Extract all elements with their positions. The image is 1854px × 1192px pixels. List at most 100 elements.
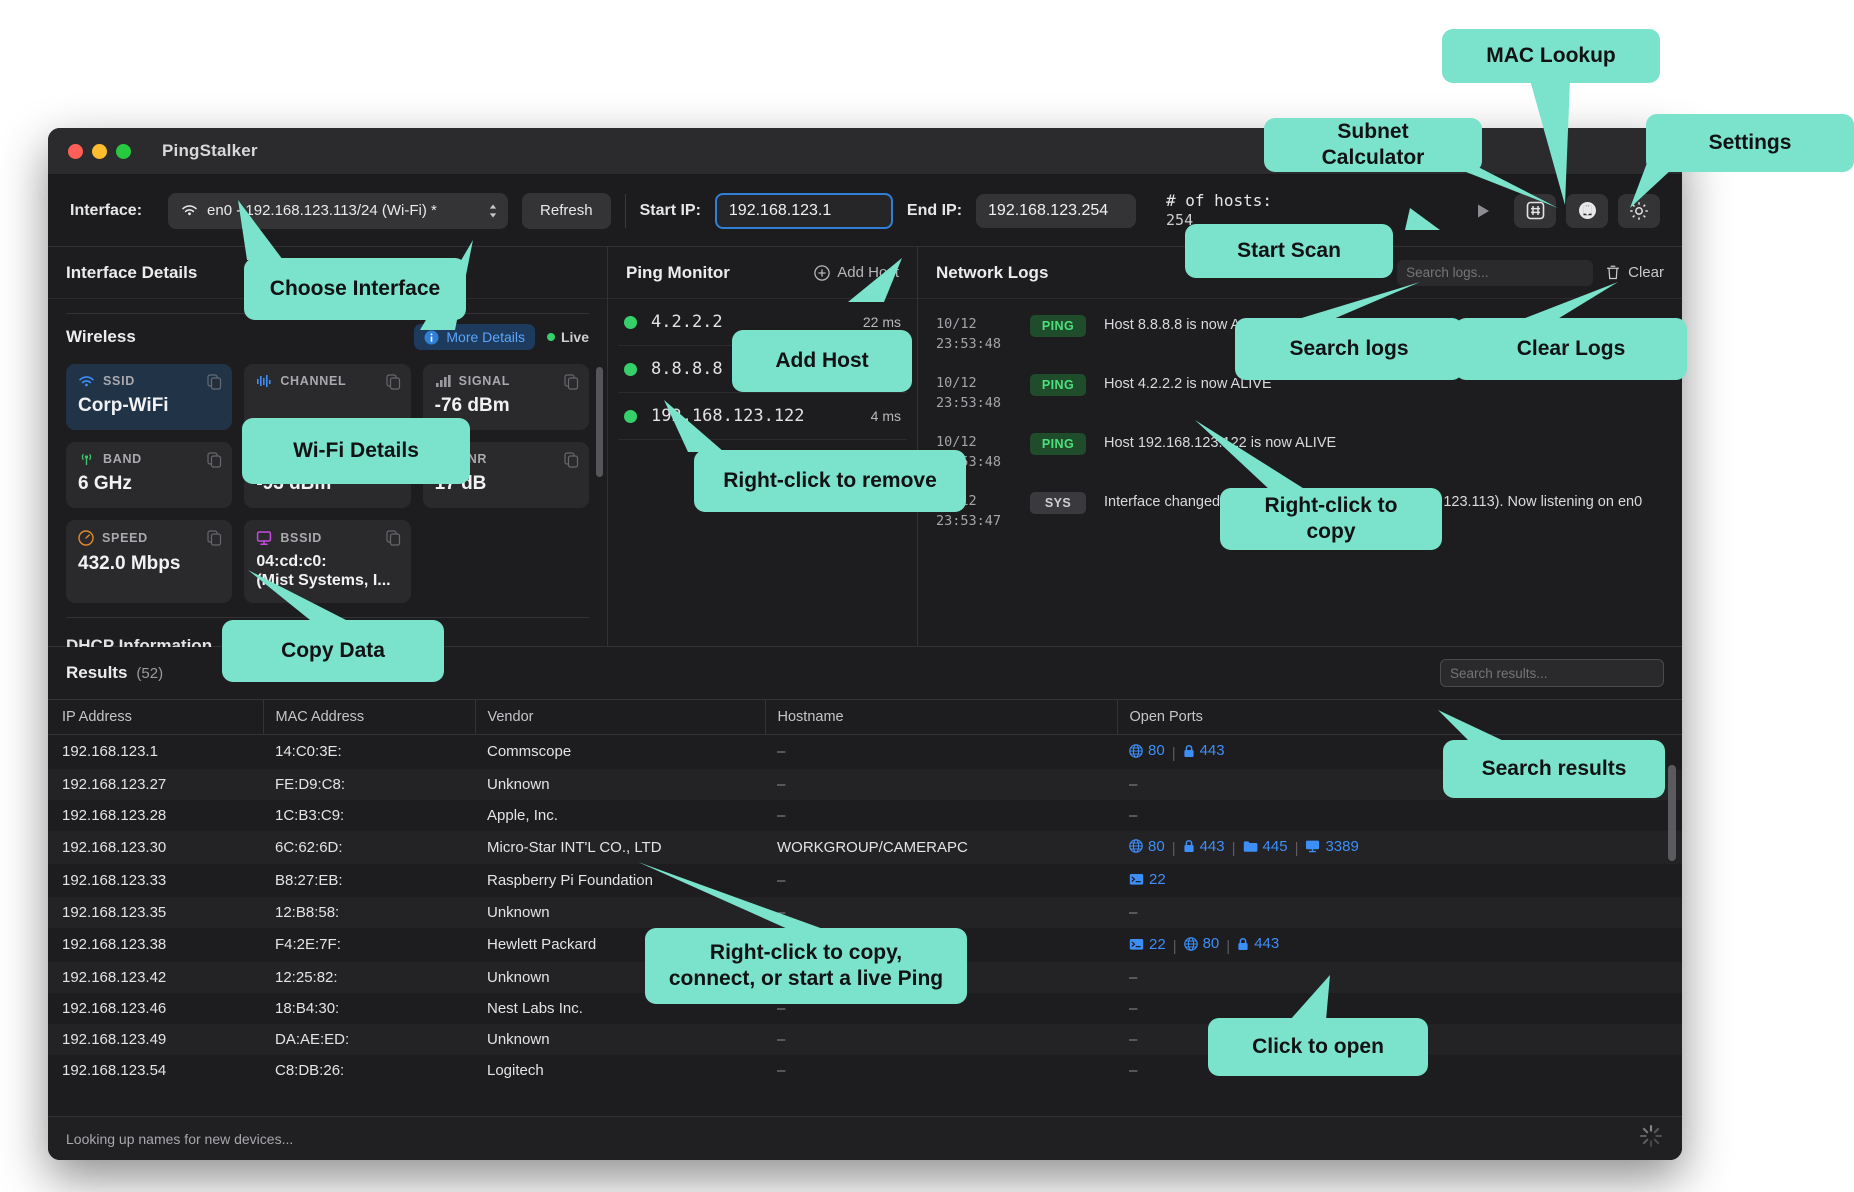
card-top: SIGNAL <box>435 374 577 388</box>
copy-icon[interactable] <box>564 452 579 468</box>
subnet-calculator-button[interactable] <box>1514 193 1556 228</box>
start-scan-button[interactable] <box>1462 194 1504 228</box>
results-column-header[interactable]: IP Address <box>48 699 263 735</box>
cell-ports: – <box>1117 897 1682 928</box>
copy-icon[interactable] <box>564 374 579 390</box>
log-search-input[interactable] <box>1397 259 1594 286</box>
callout-right-click-remove: Right-click to remove <box>694 450 966 512</box>
info-icon <box>424 330 439 344</box>
card-key: SSID <box>103 374 135 388</box>
cell-hostname: – <box>765 800 1117 831</box>
refresh-button[interactable]: Refresh <box>522 192 611 229</box>
results-scrollbar[interactable] <box>1668 765 1676 861</box>
cell-ports: 80|443|445|3389 <box>1117 831 1682 865</box>
copy-icon[interactable] <box>207 452 222 468</box>
callout-click-to-open: Click to open <box>1208 1018 1428 1076</box>
cell-vendor: Unknown <box>487 904 550 921</box>
open-port-link[interactable]: 80 <box>1129 838 1165 855</box>
no-ports: – <box>1129 806 1138 824</box>
minimize-button[interactable] <box>92 143 107 159</box>
cell-mac: FE:D9:C8: <box>275 775 346 793</box>
ping-host: 192.168.123.122 <box>651 406 805 426</box>
cell-vendor: Logitech <box>487 1061 544 1079</box>
cell-ports: – <box>1117 800 1682 831</box>
port-separator: | <box>1171 744 1176 762</box>
monitor-icon <box>1306 840 1320 853</box>
open-port-link[interactable]: 80 <box>1183 935 1219 952</box>
results-column-header[interactable]: Open Ports <box>1116 699 1682 735</box>
live-indicator: Live <box>546 329 589 345</box>
cell-mac: 12:25:82: <box>275 968 338 986</box>
no-hostname: – <box>777 743 786 761</box>
open-port-link[interactable]: 22 <box>1129 871 1166 888</box>
host-count-label: # of hosts: <box>1166 191 1272 211</box>
more-details-button[interactable]: More Details <box>414 324 535 350</box>
interface-select[interactable]: en0 - 192.168.123.113/24 (Wi-Fi) * <box>168 192 509 229</box>
copy-icon[interactable] <box>207 374 222 390</box>
callout-subnet-calculator: Subnet Calculator <box>1264 118 1482 172</box>
callout-copy-data: Copy Data <box>222 620 444 682</box>
open-port-link[interactable]: 443 <box>1237 935 1279 952</box>
start-ip-input[interactable] <box>714 192 893 229</box>
end-ip-input[interactable] <box>976 193 1137 228</box>
no-hostname: – <box>777 806 786 824</box>
callout-start-scan: Start Scan <box>1185 224 1393 278</box>
cell-mac: 18:B4:30: <box>275 999 340 1017</box>
no-ports: – <box>1129 775 1138 793</box>
signal-icon <box>435 375 451 387</box>
results-column-header[interactable]: MAC Address <box>262 699 475 735</box>
copy-icon[interactable] <box>207 530 222 546</box>
ping-host: 8.8.8.8 <box>651 359 723 379</box>
open-port-link[interactable]: 443 <box>1183 742 1225 759</box>
no-hostname: – <box>777 1061 786 1079</box>
more-details-label: More Details <box>446 329 525 345</box>
cell-vendor: Micro-Star INT'L CO., LTD <box>487 838 662 856</box>
open-port-link[interactable]: 3389 <box>1305 838 1359 855</box>
card-value: 04:cd:c0:(Mist Systems, I... <box>256 553 391 589</box>
clear-logs-label: Clear <box>1628 264 1664 281</box>
callout-search-logs: Search logs <box>1235 318 1463 380</box>
copy-icon[interactable] <box>386 374 401 390</box>
callout-add-host: Add Host <box>732 330 912 392</box>
open-port-link[interactable]: 445 <box>1243 838 1288 855</box>
card-key: BAND <box>103 452 142 466</box>
interface-scrollbar[interactable] <box>596 367 603 477</box>
maximize-button[interactable] <box>116 143 131 159</box>
cell-mac: 14:C0:3E: <box>275 743 342 761</box>
clear-logs-button[interactable]: Clear <box>1605 264 1664 281</box>
card-top: CHANNEL <box>256 374 398 388</box>
open-port-link[interactable]: 22 <box>1129 936 1166 953</box>
results-column-header[interactable]: Hostname <box>764 699 1117 735</box>
open-port-link[interactable]: 443 <box>1183 838 1225 855</box>
cell-ip: 192.168.123.38 <box>62 936 167 954</box>
wireless-card-signal[interactable]: SIGNAL-76 dBm <box>422 364 589 430</box>
settings-button[interactable] <box>1618 193 1660 228</box>
close-button[interactable] <box>68 143 83 159</box>
card-value: 432.0 Mbps <box>78 553 181 574</box>
open-port-link[interactable]: 80 <box>1129 742 1165 759</box>
no-hostname: – <box>777 1030 786 1048</box>
results-column-header[interactable]: Vendor <box>474 699 765 735</box>
mac-lookup-button[interactable] <box>1566 193 1608 228</box>
results-search-input[interactable] <box>1440 659 1664 687</box>
add-host-button[interactable]: Add Host <box>814 264 899 281</box>
card-top: SSID <box>78 374 220 388</box>
copy-icon[interactable] <box>386 530 401 546</box>
